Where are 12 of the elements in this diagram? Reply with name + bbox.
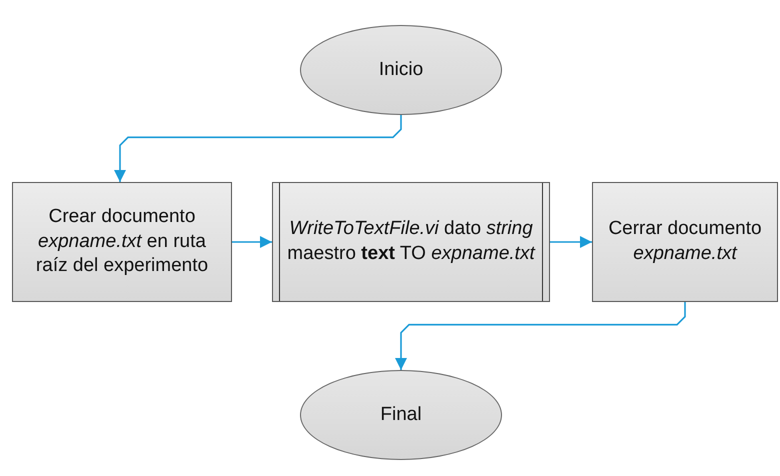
- subprocess-box: [272, 182, 550, 302]
- node-text: Cerrar documento expname.txt: [607, 217, 763, 266]
- process-box: [592, 182, 778, 302]
- node-text: Final: [379, 402, 423, 427]
- arrow: [395, 302, 686, 370]
- arrow: [550, 236, 592, 248]
- arrow: [114, 115, 402, 182]
- arrow: [232, 236, 272, 248]
- node-text: Crear documento expname.txt en ruta raíz del experimento: [34, 204, 210, 278]
- node-text: Inicio: [378, 58, 424, 82]
- process-box: [12, 182, 232, 302]
- node-text: WriteToTextFile.vi dato string maestro text TO expname.txt: [286, 217, 536, 266]
